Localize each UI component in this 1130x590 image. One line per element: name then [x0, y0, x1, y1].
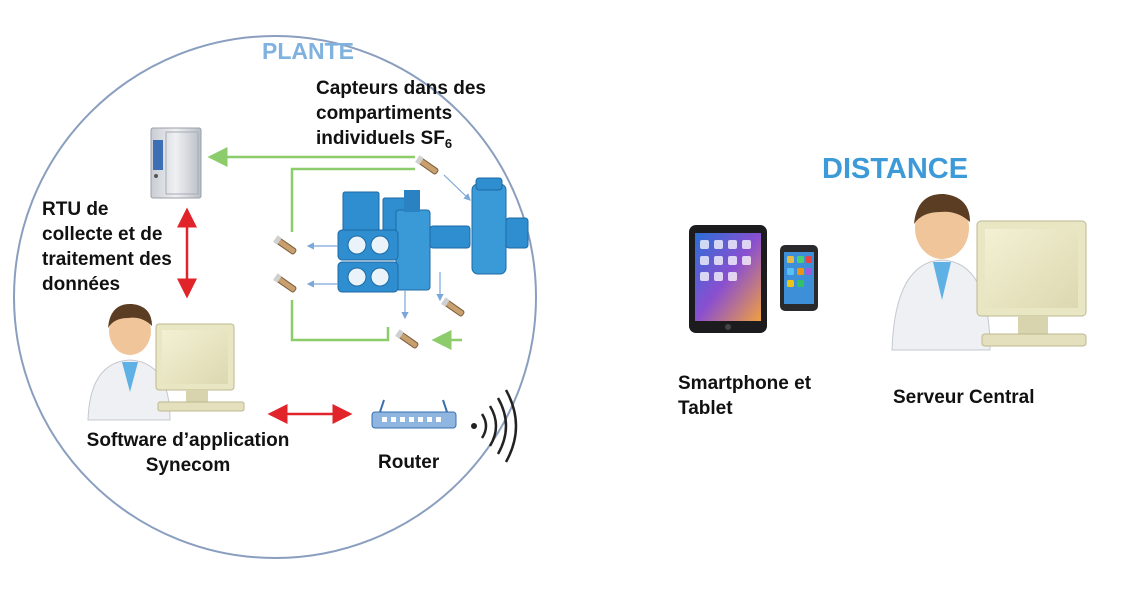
- plant-boundary-circle: [13, 35, 537, 559]
- sensors-label: Capteurs dans des compartiments individu…: [316, 76, 486, 156]
- rtu-label-line1: RTU de: [42, 199, 109, 220]
- plant-title: PLANTE: [262, 38, 354, 64]
- sensors-label-line3-text: individuels SF: [316, 128, 445, 149]
- wireless-signal-icon: [471, 389, 518, 463]
- tablet-icon: [689, 225, 767, 333]
- rtu-label: RTU de collecte et de traitement des don…: [42, 197, 172, 297]
- sensors-label-line1: Capteurs dans des: [316, 78, 486, 99]
- rtu-label-line3: traitement des: [42, 249, 172, 270]
- rtu-cabinet-icon: [150, 127, 202, 199]
- rtu-label-line4: données: [42, 274, 121, 295]
- server-label: Serveur Central: [893, 387, 1035, 408]
- sensors-label-line3: individuels SF6: [316, 126, 486, 156]
- operator-workstation-icon: [87, 303, 245, 421]
- rtu-label-line2: collecte et de: [42, 224, 163, 245]
- devices-label: Smartphone et Tablet: [678, 371, 811, 421]
- software-label: Software d’application Synecom: [78, 428, 298, 478]
- switchgear-icon: [337, 177, 529, 293]
- sensor-to-rtu-links: [207, 147, 462, 350]
- router-label: Router: [378, 452, 440, 473]
- software-label-line2: Synecom: [145, 455, 231, 476]
- smartphone-icon: [780, 245, 818, 311]
- sensors-label-line2: compartiments: [316, 103, 453, 124]
- devices-label-line1: Smartphone et: [678, 373, 812, 394]
- sensor-measurement-lines: [306, 174, 471, 320]
- router-icon: [371, 399, 457, 429]
- sensor-probe-icon: [273, 155, 465, 349]
- devices-label-line2: Tablet: [678, 398, 733, 419]
- central-server-workstation-icon: [891, 193, 1087, 351]
- distance-title: DISTANCE: [822, 153, 969, 185]
- software-label-line1: Software d’application: [86, 430, 290, 451]
- sensors-label-subscript: 6: [444, 136, 453, 151]
